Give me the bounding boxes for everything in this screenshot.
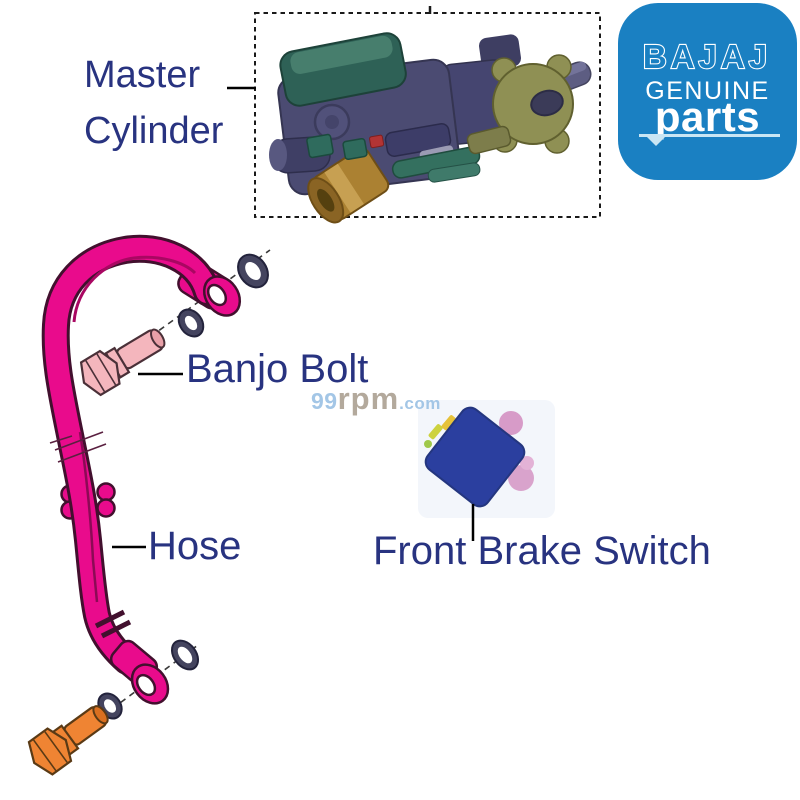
o-ring (237, 253, 269, 289)
o-ring (177, 308, 205, 338)
lower-assembly-axis-dashed-line (49, 644, 199, 756)
upper-banjo-eye-hole (206, 283, 228, 307)
lower-banjo-bolt-illustration (27, 705, 109, 776)
switch-pin (428, 424, 443, 440)
hose-highlight (72, 255, 197, 323)
logo-parts-text: parts (654, 93, 761, 140)
hose-seam (78, 431, 99, 603)
master-cylinder-label: Master Cylinder (84, 54, 224, 152)
switch-connector (520, 456, 534, 470)
logo-underline (639, 134, 780, 137)
lower-banjo-eye-hole (135, 673, 157, 697)
bajaj-brand-text: BAJAJ (643, 39, 771, 75)
switch-connector (499, 411, 523, 435)
watermark-middle: rpm (337, 381, 400, 416)
o-rings (97, 253, 269, 720)
front-brake-switch-label: Front Brake Switch (373, 529, 711, 573)
switch-pin (424, 440, 432, 448)
master-cylinder-photo (269, 32, 592, 224)
banjo-bolt-illustration (79, 328, 166, 397)
switch-pin (441, 415, 456, 431)
master-cylinder-photo-box (254, 6, 601, 218)
handlebar-clamp (491, 54, 574, 154)
hose-label: Hose (148, 524, 242, 568)
brake-switch-illustration (418, 400, 555, 518)
hose-stripe-bands (94, 609, 132, 639)
bajaj-genuine-parts-logo: BAJAJ GENUINE parts (618, 3, 797, 180)
switch-connector (508, 465, 534, 491)
hose-hatch-marks (49, 431, 107, 463)
o-ring (170, 639, 200, 671)
leader-lines (112, 86, 475, 549)
switch-body (424, 406, 526, 508)
bajaj-brand-wordmark: BAJAJ (642, 39, 771, 76)
watermark-suffix: .com (399, 394, 441, 413)
hose-illustration (41, 234, 242, 705)
hose-tube (44, 237, 218, 672)
small-parts (306, 122, 512, 183)
brass-fitting (307, 147, 390, 224)
banjo-bolt-label: Banjo Bolt (186, 347, 369, 391)
logo-arrow-down-icon (647, 137, 665, 146)
reservoir-cap (279, 32, 407, 107)
watermark-prefix: 99 (311, 388, 338, 414)
logo-genuine-text: GENUINE (645, 77, 770, 105)
